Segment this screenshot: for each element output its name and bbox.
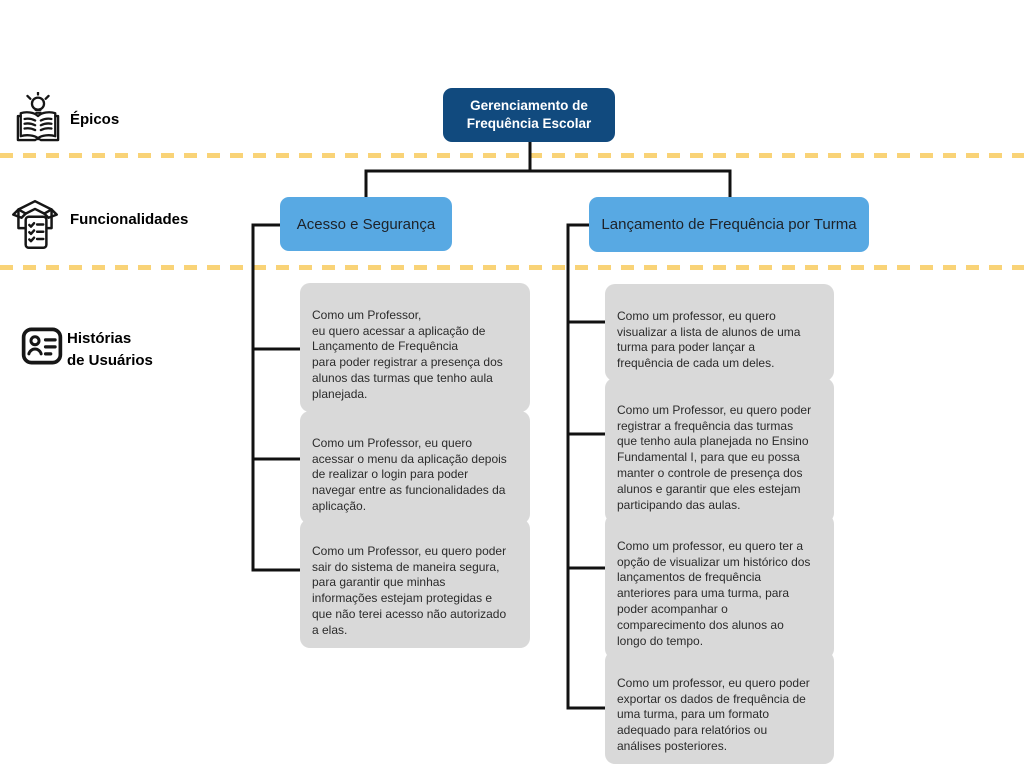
story-card[interactable]: Como um professor, eu quero ter a opção …	[605, 514, 834, 659]
story-card[interactable]: Como um professor, eu quero visualizar a…	[605, 284, 834, 382]
story-card[interactable]: Como um professor, eu quero poder export…	[605, 651, 834, 764]
story-text: Como um professor, eu quero poder export…	[617, 675, 810, 754]
open-box-checklist-icon	[10, 196, 60, 259]
feature-label: Lançamento de Frequência por Turma	[601, 216, 857, 233]
story-card[interactable]: Como um Professor, eu quero acessar o me…	[300, 411, 530, 524]
story-text: Como um Professor, eu quero poder sair d…	[312, 543, 507, 637]
epic-title: Gerenciamento de Frequência Escolar	[466, 98, 592, 131]
epics-features-divider	[0, 153, 1024, 158]
story-text: Como um Professor, eu quero acessar a ap…	[312, 307, 503, 401]
story-text: Como um Professor, eu quero acessar o me…	[312, 435, 507, 514]
features-row-label: Funcionalidades	[70, 211, 189, 228]
epic-to-features-connector	[364, 142, 732, 197]
story-card[interactable]: Como um Professor, eu quero poder regist…	[605, 378, 834, 523]
feature2-to-stories-connector	[566, 223, 605, 710]
feature-node-lancamento-frequencia-turma[interactable]: Lançamento de Frequência por Turma	[589, 197, 869, 252]
epic-node[interactable]: Gerenciamento de Frequência Escolar	[443, 88, 615, 142]
epics-row-label: Épicos	[70, 111, 120, 128]
user-id-card-icon	[21, 323, 63, 374]
story-text: Como um professor, eu quero visualizar a…	[617, 308, 801, 371]
story-text: Como um professor, eu quero ter a opção …	[617, 538, 811, 648]
story-card[interactable]: Como um Professor, eu quero poder sair d…	[300, 519, 530, 648]
feature1-to-stories-connector	[251, 223, 300, 572]
feature-node-acesso-e-seguranca[interactable]: Acesso e Segurança	[280, 197, 452, 251]
book-lightbulb-icon	[15, 91, 61, 149]
story-text: Como um Professor, eu quero poder regist…	[617, 402, 812, 512]
user-stories-row-label: Histórias de Usuários	[67, 330, 153, 369]
feature-label: Acesso e Segurança	[296, 215, 436, 233]
features-stories-divider	[0, 265, 1024, 270]
story-card[interactable]: Como um Professor, eu quero acessar a ap…	[300, 283, 530, 412]
